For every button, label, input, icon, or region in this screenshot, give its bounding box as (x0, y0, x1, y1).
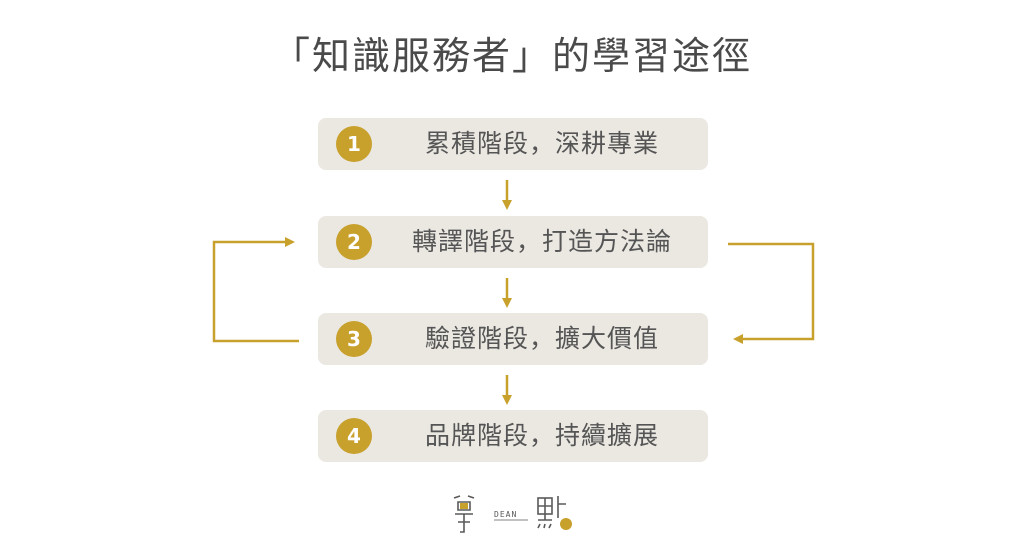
loop-arrow-right (728, 242, 815, 344)
step-4-box: 4 品牌階段，持續擴展 (318, 410, 708, 462)
logo-middle-mark: DEAN (494, 510, 528, 521)
step-1-box: 1 累積階段，深耕專業 (318, 118, 708, 170)
step-1-number-badge: 1 (336, 126, 372, 162)
step-2-number-badge: 2 (336, 224, 372, 260)
brand-logo: DEAN (453, 495, 572, 533)
loop-arrow-left (212, 237, 299, 343)
step-2-label: 轉譯階段，打造方法論 (411, 227, 672, 256)
logo-left-glyph (453, 495, 475, 533)
step-4-label: 品牌階段，持續擴展 (424, 421, 659, 450)
step-1-label: 累積階段，深耕專業 (424, 129, 659, 158)
step-4-number-badge: 4 (336, 418, 372, 454)
step-3-box: 3 驗證階段，擴大價值 (318, 313, 708, 365)
logo-right-glyph (537, 496, 572, 530)
svg-text:DEAN: DEAN (494, 510, 517, 519)
page-title: 「知識服務者」的學習途徑 (271, 34, 752, 78)
step-2-box: 2 轉譯階段，打造方法論 (318, 216, 708, 268)
step-3-number-badge: 3 (336, 321, 372, 357)
step-3-label: 驗證階段，擴大價值 (424, 324, 659, 353)
